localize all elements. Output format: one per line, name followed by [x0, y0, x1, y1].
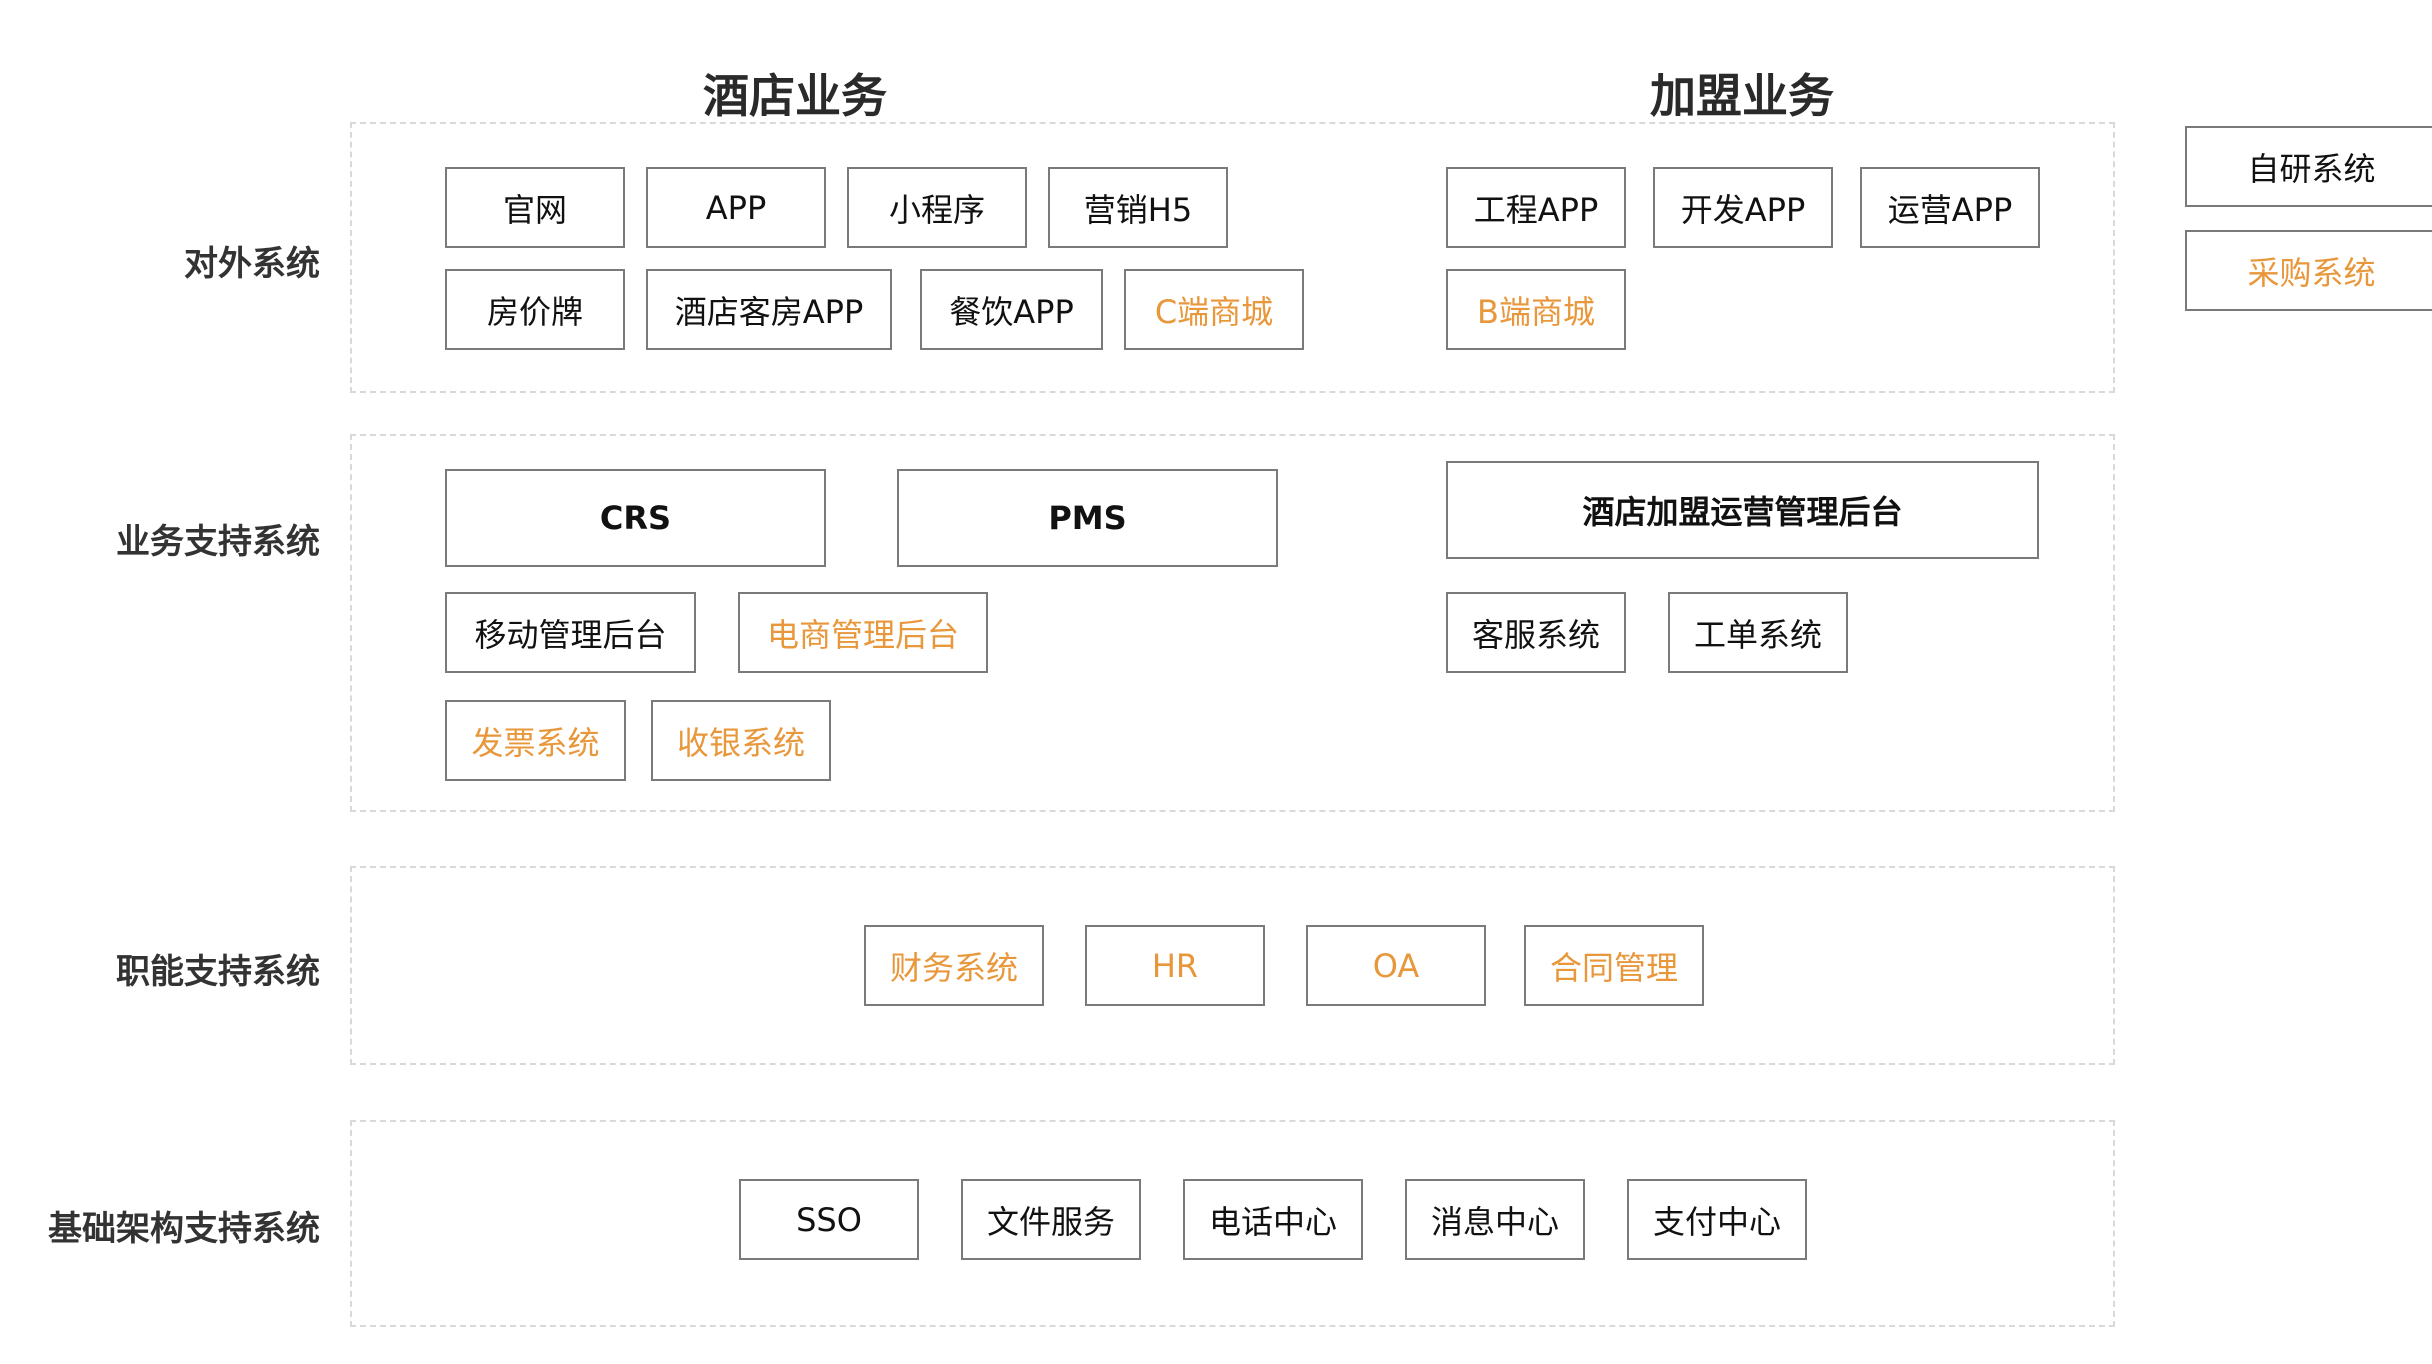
system-box-development-app: 开发APP: [1653, 167, 1833, 248]
system-box-cashier: 收银系统: [651, 700, 831, 781]
system-box-b-mall: B端商城: [1446, 269, 1626, 350]
system-box-contract: 合同管理: [1524, 925, 1704, 1006]
franchise-business-header: 加盟业务: [1650, 69, 1834, 123]
system-box-app: APP: [646, 167, 826, 248]
system-box-c-mall: C端商城: [1124, 269, 1304, 350]
infra-panel: [350, 1120, 2115, 1327]
external-panel: [350, 122, 2115, 393]
legend-self-built: 自研系统: [2185, 126, 2432, 207]
functional-panel: [350, 866, 2115, 1065]
system-box-finance: 财务系统: [864, 925, 1044, 1006]
row-label-business: 业务支持系统: [116, 522, 320, 562]
system-box-call-center: 电话中心: [1183, 1179, 1363, 1260]
system-box-invoice: 发票系统: [445, 700, 626, 781]
system-box-engineering-app: 工程APP: [1446, 167, 1626, 248]
system-box-marketing-h5: 营销H5: [1048, 167, 1228, 248]
system-box-ticket: 工单系统: [1668, 592, 1848, 673]
system-box-mini-program: 小程序: [847, 167, 1027, 248]
hotel-business-header: 酒店业务: [703, 69, 887, 123]
system-box-operations-app: 运营APP: [1860, 167, 2040, 248]
business-panel: [350, 434, 2115, 812]
row-label-infra: 基础架构支持系统: [48, 1209, 320, 1249]
system-box-room-rate-board: 房价牌: [445, 269, 625, 350]
system-box-file-service: 文件服务: [961, 1179, 1141, 1260]
system-box-oa: OA: [1306, 925, 1486, 1006]
system-box-hr: HR: [1085, 925, 1265, 1006]
system-box-payment-center: 支付中心: [1627, 1179, 1807, 1260]
row-label-external: 对外系统: [184, 244, 320, 284]
system-box-message-center: 消息中心: [1405, 1179, 1585, 1260]
system-box-mobile-admin: 移动管理后台: [445, 592, 696, 673]
system-box-franchise-ops-admin: 酒店加盟运营管理后台: [1446, 461, 2039, 559]
legend-purchased: 采购系统: [2185, 230, 2432, 311]
system-box-official-site: 官网: [445, 167, 625, 248]
system-box-pms: PMS: [897, 469, 1278, 567]
system-box-crs: CRS: [445, 469, 826, 567]
system-box-sso: SSO: [739, 1179, 919, 1260]
system-box-ecommerce-admin: 电商管理后台: [738, 592, 988, 673]
row-label-functional: 职能支持系统: [116, 952, 320, 992]
system-box-guest-room-app: 酒店客房APP: [646, 269, 892, 350]
system-box-customer-service: 客服系统: [1446, 592, 1626, 673]
system-box-dining-app: 餐饮APP: [920, 269, 1103, 350]
